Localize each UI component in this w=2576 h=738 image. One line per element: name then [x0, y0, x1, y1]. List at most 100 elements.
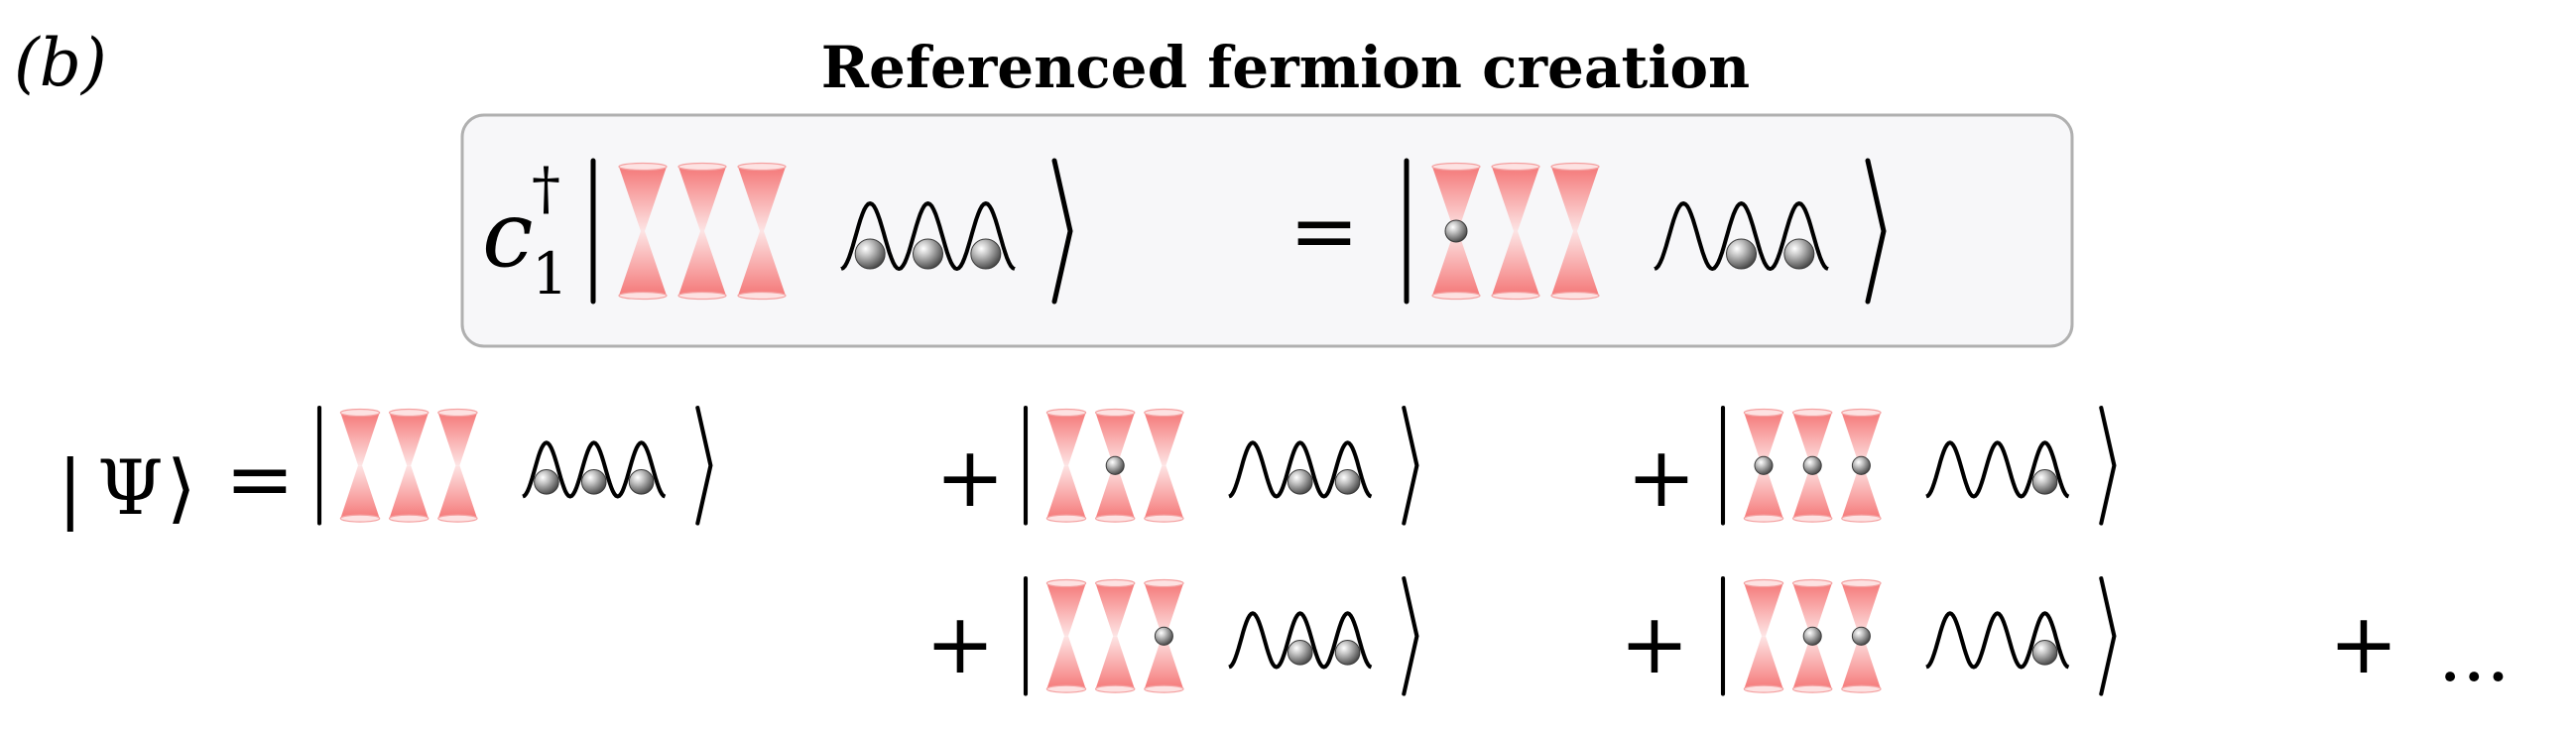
atom-icon [1287, 640, 1313, 666]
atom-icon [2031, 469, 2058, 495]
tweezer-rim-bottom [1743, 514, 1784, 523]
tweezer-icon [1431, 162, 1481, 301]
tweezer-icon [1094, 578, 1136, 693]
tweezer-icon [618, 162, 668, 301]
plus-sign-trailing: + [2329, 595, 2398, 692]
tweezer-rim-bottom [1045, 514, 1087, 523]
atom-icon [1783, 238, 1815, 270]
tweezer-cone-bottom [1046, 636, 1086, 689]
tweezer-rim-bottom [1094, 684, 1136, 693]
psi-term-ket-5 [1720, 576, 2117, 696]
tweezer-rim-bottom [1431, 291, 1481, 301]
atom-icon [1444, 219, 1468, 243]
tweezer-rim-top [1743, 408, 1784, 418]
tweezer-cone-bottom [619, 231, 667, 296]
atom-icon [1802, 455, 1822, 475]
ket-angle [695, 406, 713, 526]
tweezer-icon [1791, 408, 1833, 523]
atom-icon [2031, 640, 2058, 666]
tweezer-icon [737, 162, 787, 301]
tweezer-rim-bottom [339, 514, 381, 523]
boxed-ket-after [1404, 158, 1887, 305]
tweezer-cone-bottom [1551, 231, 1599, 296]
psi-term-ket-4 [1023, 576, 1419, 696]
tweezer-cone-top [1792, 583, 1832, 637]
ket-angle [1402, 406, 1419, 526]
tweezer-icon [1045, 408, 1087, 523]
tweezer-rim-top [737, 162, 787, 172]
tweezer-cone-top [1432, 167, 1480, 231]
tweezer-cone-top [1046, 583, 1086, 637]
diagram-title: Referenced fermion creation [821, 34, 1750, 101]
tweezer-cone-bottom [1492, 231, 1539, 296]
tweezer-icon [1841, 408, 1882, 523]
lattice-potential [1654, 201, 1829, 271]
tweezer-rim-bottom [1791, 514, 1833, 523]
psi-term-ket-3 [1720, 406, 2117, 526]
tweezer-cone-top [1492, 167, 1539, 231]
lattice-potential [840, 201, 1016, 271]
tweezer-cone-bottom [1792, 465, 1832, 519]
tweezer-cone-top [1841, 583, 1882, 637]
panel-label: (b) [14, 25, 107, 101]
tweezer-rim-top [618, 162, 668, 172]
tweezer-cone-top [389, 413, 429, 466]
tweezer-cone-bottom [1744, 636, 1783, 689]
psi-ket-close: ⟩ [167, 443, 196, 532]
psi-equals-sign: = [225, 430, 295, 528]
ket-angle [1865, 158, 1887, 305]
creation-operator: c † 1 [482, 155, 568, 308]
atom-icon [534, 469, 559, 495]
tweezer-icon [1491, 162, 1540, 301]
tweezer-cone-bottom [1432, 231, 1480, 296]
tweezer-icon [437, 408, 478, 523]
tweezer-rim-top [1791, 578, 1833, 588]
lattice-potential [1228, 611, 1373, 670]
tweezer-rim-bottom [1841, 684, 1882, 693]
tweezer-rim-bottom [1045, 684, 1087, 693]
tweezer-cone-bottom [678, 231, 726, 296]
atom-icon [1851, 455, 1871, 475]
lattice-potential [522, 440, 667, 499]
tweezer-cone-top [1841, 413, 1882, 466]
tweezer-icon [1743, 578, 1784, 693]
tweezer-cone-bottom [1144, 636, 1184, 689]
psi-symbol: Ψ [97, 443, 164, 532]
ket-states [316, 158, 2117, 696]
tweezer-rim-top [1045, 408, 1087, 418]
tweezer-cone-bottom [437, 465, 478, 519]
tweezer-cone-top [1095, 413, 1135, 466]
tweezer-cone-top [1144, 583, 1184, 637]
tweezer-cone-top [1095, 583, 1135, 637]
tweezer-cone-bottom [1144, 465, 1184, 519]
tweezer-cone-top [1144, 413, 1184, 466]
tweezer-cone-bottom [1792, 636, 1832, 689]
atom-icon [913, 238, 943, 270]
lattice-potential [1925, 611, 2070, 670]
tweezer-rim-top [1144, 578, 1184, 588]
atom-icon [854, 238, 886, 270]
tweezer-cone-bottom [1095, 465, 1135, 519]
tweezer-rim-bottom [677, 291, 727, 301]
atom-icon [1154, 626, 1173, 646]
tweezer-icon [339, 408, 381, 523]
boxed-equation-frame [460, 113, 2074, 348]
lattice-potential [1925, 440, 2070, 499]
tweezer-cone-top [1744, 413, 1783, 466]
tweezer-rim-top [1144, 408, 1184, 418]
tweezer-cone-top [1046, 413, 1086, 466]
tweezer-rim-bottom [1791, 684, 1833, 693]
plus-sign-3: + [925, 595, 995, 692]
plus-sign-4: + [1620, 595, 1689, 692]
tweezer-cone-top [678, 167, 726, 231]
tweezer-rim-top [1094, 578, 1136, 588]
tweezer-rim-bottom [737, 291, 787, 301]
plus-sign-2: + [1627, 429, 1696, 526]
tweezer-rim-bottom [1094, 514, 1136, 523]
tweezer-rim-bottom [1743, 684, 1784, 693]
tweezer-icon [1144, 578, 1184, 693]
tweezer-rim-bottom [1841, 514, 1882, 523]
tweezer-cone-top [1744, 583, 1783, 637]
tweezer-rim-top [677, 162, 727, 172]
tweezer-rim-top [339, 408, 381, 418]
